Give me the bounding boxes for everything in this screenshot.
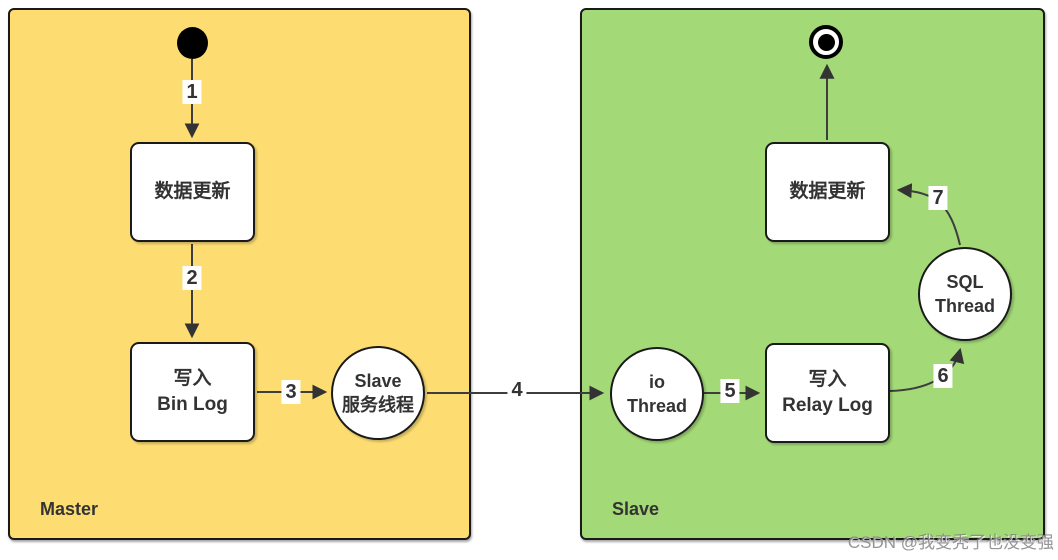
sql-thread-circle: SQL Thread	[918, 247, 1012, 341]
write-relaylog-label-line2: Relay Log	[782, 395, 873, 416]
csdn-watermark: CSDN @我变秃了也没变强	[847, 533, 1054, 552]
write-relaylog-box: 写入 Relay Log	[765, 343, 890, 443]
master-data-update-label: 数据更新	[154, 181, 231, 202]
write-binlog-label-line1: 写入	[173, 368, 212, 389]
io-thread-circle: io Thread	[610, 347, 704, 441]
edge-2-label: 2	[182, 266, 202, 290]
slave-service-thread-label-line2: 服务线程	[342, 395, 414, 415]
sql-thread-label-line2: Thread	[934, 296, 995, 316]
write-relaylog-label-line1: 写入	[808, 369, 847, 390]
edge-1-label: 1	[182, 80, 202, 104]
slave-service-thread-circle: Slave 服务线程	[331, 346, 425, 440]
edge-5-label: 5	[720, 379, 740, 403]
write-binlog-box: 写入 Bin Log	[130, 342, 255, 442]
edge-6-label: 6	[933, 364, 953, 388]
sql-thread-label-line1: SQL	[946, 272, 984, 292]
edge-3-label: 3	[281, 380, 301, 404]
slave-service-thread-label-line1: Slave	[354, 371, 402, 391]
edge-4-label: 4	[507, 378, 527, 402]
start-node-icon	[177, 27, 208, 59]
end-node-icon	[809, 25, 843, 59]
edge-7-label: 7	[928, 186, 948, 210]
master-data-update-box: 数据更新	[130, 142, 255, 242]
io-thread-label-line1: io	[649, 372, 665, 392]
write-binlog-label-line2: Bin Log	[157, 394, 228, 415]
slave-data-update-box: 数据更新	[765, 142, 890, 242]
slave-container-label: Slave	[612, 499, 660, 519]
end-node-inner-dot	[817, 33, 835, 51]
slave-data-update-label: 数据更新	[789, 181, 866, 202]
master-container-label: Master	[40, 499, 99, 519]
io-thread-label-line2: Thread	[626, 396, 687, 416]
master-container: Master	[8, 8, 471, 540]
